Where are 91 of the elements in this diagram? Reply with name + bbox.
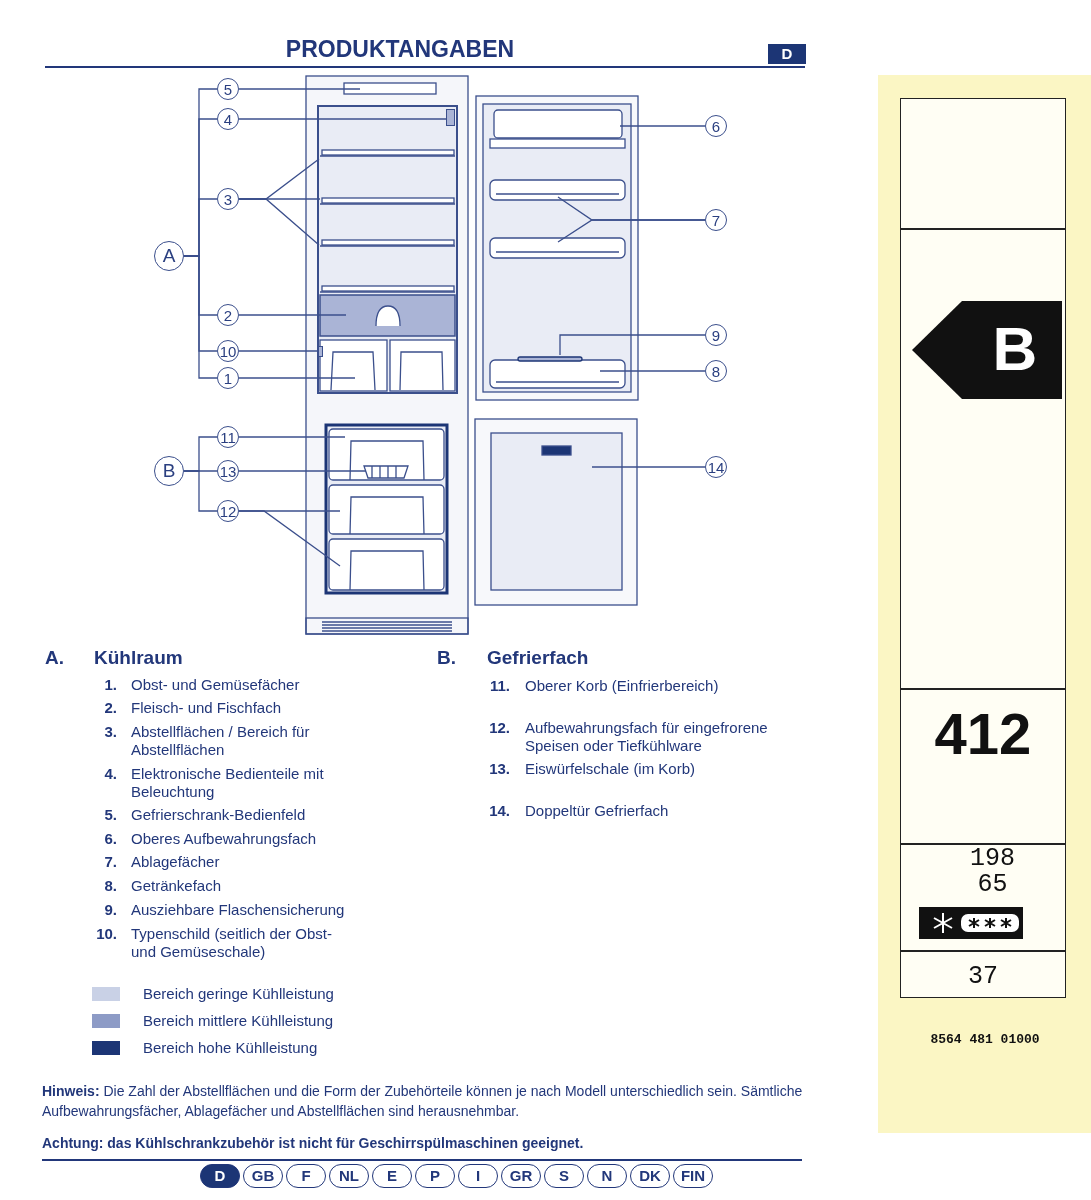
page-title: PRODUKTANGABEN — [284, 36, 516, 63]
list-item-text: Abstellflächen / Bereich für Abstellflächen — [131, 723, 311, 759]
leader-line — [557, 219, 706, 243]
list-number: 13. — [488, 760, 510, 778]
legend-text: Bereich mittlere Kühlleistung — [143, 1012, 334, 1029]
warning-text: Achtung: das Kühlschrankzubehör ist nicht für Geschirrspülmaschinen geeignet. — [42, 1135, 585, 1151]
list-item-text: Oberes Aufbewahrungsfach — [131, 830, 318, 848]
list-item-text: Gefrierschrank-Bedienfeld — [131, 806, 307, 824]
energy-consumption-value: 412 — [933, 702, 1033, 766]
indicator-light — [446, 109, 455, 126]
group-callout: B — [154, 456, 184, 486]
list-number: 4. — [103, 765, 117, 783]
list-number: 5. — [103, 806, 117, 824]
callout-number: 4 — [217, 108, 239, 130]
list-item-text: Oberer Korb (Einfrierbereich) — [525, 677, 720, 695]
leader-line — [238, 377, 356, 379]
leader-line — [238, 314, 347, 316]
list-item-text: Typenschild (seitlich der Obst- und Gemüseschale) — [131, 925, 333, 961]
list-number: 1. — [103, 676, 117, 694]
section-heading: Gefrierfach — [487, 647, 590, 669]
language-tab: E — [372, 1164, 412, 1188]
leader-line — [238, 436, 346, 438]
energy-class-letter: B — [991, 318, 1039, 380]
list-item-text: Eiswürfelschale (im Korb) — [525, 760, 697, 778]
section-heading: Kühlraum — [94, 647, 184, 669]
article-number: 8564 481 01000 — [929, 1032, 1041, 1047]
list-number: 2. — [103, 699, 117, 717]
leader-line — [238, 198, 320, 246]
list-number: 9. — [103, 901, 117, 919]
leader-line — [238, 470, 367, 472]
callout-number: 13 — [217, 460, 239, 482]
list-item-text: Elektronische Bedienteile mit Beleuchtung — [131, 765, 325, 801]
language-tab: FIN — [673, 1164, 713, 1188]
list-number: 3. — [103, 723, 117, 741]
group-callout: A — [154, 241, 184, 271]
leader-line — [238, 88, 361, 90]
leader-line — [238, 350, 319, 352]
language-badge: D — [768, 44, 806, 64]
language-tab: I — [458, 1164, 498, 1188]
note-text: Hinweis: Die Zahl der Abstellflächen und die Form der Zubehörteile können je nach Modell unterschiedlich sein. Sämtliche Aufbewahrungsfächer, Ablagefächer und Abstellflächen sind herausnehmbar. — [42, 1082, 804, 1121]
language-tab: N — [587, 1164, 627, 1188]
label-value: 65 — [976, 872, 1009, 898]
callout-number: 10 — [217, 340, 239, 362]
section-heading: A. — [45, 647, 65, 669]
callout-number: 6 — [705, 115, 727, 137]
list-item-text: Doppeltür Gefrierfach — [525, 802, 670, 820]
leader-line — [238, 118, 447, 120]
list-number: 10. — [95, 925, 117, 943]
callout-number: 12 — [217, 500, 239, 522]
list-number: 7. — [103, 853, 117, 871]
language-tab: GB — [243, 1164, 283, 1188]
list-number: 6. — [103, 830, 117, 848]
callout-number: 2 — [217, 304, 239, 326]
leader-line — [559, 334, 706, 356]
list-number: 12. — [488, 719, 510, 737]
leader-line — [599, 370, 706, 372]
list-item-text: Getränkefach — [131, 877, 223, 895]
label-value: 37 — [967, 962, 999, 991]
language-tab: S — [544, 1164, 584, 1188]
language-tab: NL — [329, 1164, 369, 1188]
callout-number: 11 — [217, 426, 239, 448]
language-tab: GR — [501, 1164, 541, 1188]
legend-text: Bereich hohe Kühlleistung — [143, 1039, 318, 1056]
leader-line — [183, 255, 218, 379]
legend-text: Bereich geringe Kühlleistung — [143, 985, 334, 1002]
section-heading: B. — [437, 647, 457, 669]
list-number: 11. — [488, 677, 510, 695]
list-item-text: Obst- und Gemüsefächer — [131, 676, 301, 694]
type-plate — [318, 346, 323, 357]
leader-line — [619, 125, 706, 127]
list-item-text: Ausziehbare Flaschensicherung — [131, 901, 346, 919]
language-tab: D — [200, 1164, 240, 1188]
leader-line — [183, 470, 218, 512]
list-item-text: Fleisch- und Fischfach — [131, 699, 283, 717]
language-tab: P — [415, 1164, 455, 1188]
callout-number: 3 — [217, 188, 239, 210]
list-number: 14. — [488, 802, 510, 820]
leader-line — [591, 466, 706, 468]
list-number: 8. — [103, 877, 117, 895]
callout-number: 7 — [705, 209, 727, 231]
label-value: 198 — [969, 846, 1016, 872]
language-tab: F — [286, 1164, 326, 1188]
leader-line — [238, 510, 341, 567]
callout-number: 14 — [705, 456, 727, 478]
list-item-text: Aufbewahrungsfach für eingefrorene Speisen oder Tiefkühlware — [525, 719, 769, 755]
callout-number: 8 — [705, 360, 727, 382]
callout-number: 1 — [217, 367, 239, 389]
list-item-text: Ablagefächer — [131, 853, 221, 871]
language-tab: DK — [630, 1164, 670, 1188]
callout-number: 5 — [217, 78, 239, 100]
callout-number: 9 — [705, 324, 727, 346]
